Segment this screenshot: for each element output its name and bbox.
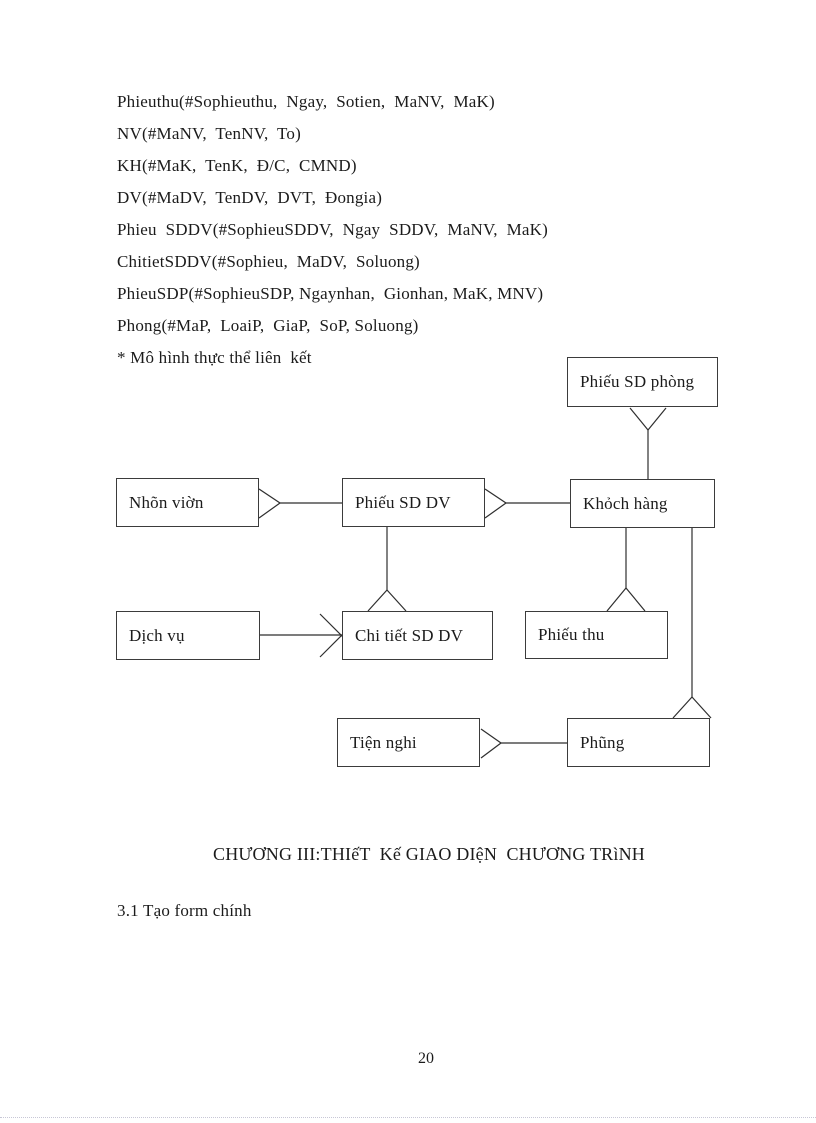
entity-box-khach-hang: Khỏch hàng: [570, 479, 715, 528]
er-diagram-connectors: [258, 407, 712, 759]
entity-label: Tiện nghi: [350, 732, 417, 752]
connector-phieu-sd-dv-khach-hang: [484, 488, 570, 519]
connector-phieu-sd-phong-khach-hang: [629, 407, 667, 479]
entity-label: Phiếu SD phòng: [580, 372, 695, 391]
page-number: 20: [418, 1050, 434, 1067]
page-break-divider: [0, 1117, 816, 1118]
entity-box-phieu-sd-dv: Phiếu SD DV: [342, 478, 485, 527]
schema-text-block: Phieuthu(#Sophieuthu, Ngay, Sotien, MaNV…: [117, 86, 548, 374]
entity-label: Chi tiết SD DV: [355, 625, 464, 645]
connector-nhan-vien-phieu-sd-dv: [258, 488, 342, 519]
connector-phieu-sd-dv-chi-tiet: [367, 527, 407, 612]
entity-label: Phiếu thu: [538, 625, 605, 644]
connector-khach-hang-phung: [672, 528, 712, 719]
entity-box-tien-nghi: Tiện nghi: [337, 718, 480, 767]
connector-tien-nghi-phung: [480, 728, 567, 759]
entity-box-dich-vu: Dịch vụ: [116, 611, 260, 660]
schema-line: DV(#MaDV, TenDV, DVT, Đongia): [117, 188, 383, 207]
schema-line: PhieuSDP(#SophieuSDP, Ngaynhan, Gionhan,…: [117, 284, 544, 303]
schema-line: ChitietSDDV(#Sophieu, MaDV, Soluong): [117, 252, 420, 271]
entity-label: Nhõn viờn: [129, 492, 204, 512]
connector-khach-hang-phieu-thu: [606, 528, 646, 612]
schema-line: Phieuthu(#Sophieuthu, Ngay, Sotien, MaNV…: [117, 92, 495, 111]
schema-line: * Mô hình thực thể liên kết: [117, 348, 312, 367]
entity-box-phieu-sd-phong: Phiếu SD phòng: [567, 357, 718, 407]
schema-line: KH(#MaK, TenK, Đ/C, CMND): [117, 156, 357, 175]
schema-line: NV(#MaNV, TenNV, To): [117, 124, 301, 143]
entity-box-nhan-vien: Nhõn viờn: [116, 478, 259, 527]
schema-line: Phieu SDDV(#SophieuSDDV, Ngay SDDV, MaNV…: [117, 220, 548, 239]
chapter-heading: CHƯƠNG III:THIếT Kế GIAO DIệN CHƯƠNG TRì…: [212, 844, 645, 864]
entity-label: Dịch vụ: [129, 625, 185, 645]
entity-box-chi-tiet-sd-dv: Chi tiết SD DV: [342, 611, 493, 660]
schema-line: Phong(#MaP, LoaiP, GiaP, SoP, Soluong): [117, 316, 419, 335]
entity-label: Phũng: [580, 732, 625, 752]
entity-box-phieu-thu: Phiếu thu: [525, 611, 668, 659]
er-diagram: Phiếu SD phòng Nhõn viờn Phiếu SD DV Khỏ…: [116, 357, 718, 767]
entity-label: Khỏch hàng: [583, 493, 668, 513]
entity-box-phung: Phũng: [567, 718, 710, 767]
connector-dich-vu-chi-tiet: [260, 613, 349, 658]
entity-label: Phiếu SD DV: [355, 492, 451, 512]
section-heading: 3.1 Tạo form chính: [117, 901, 252, 920]
